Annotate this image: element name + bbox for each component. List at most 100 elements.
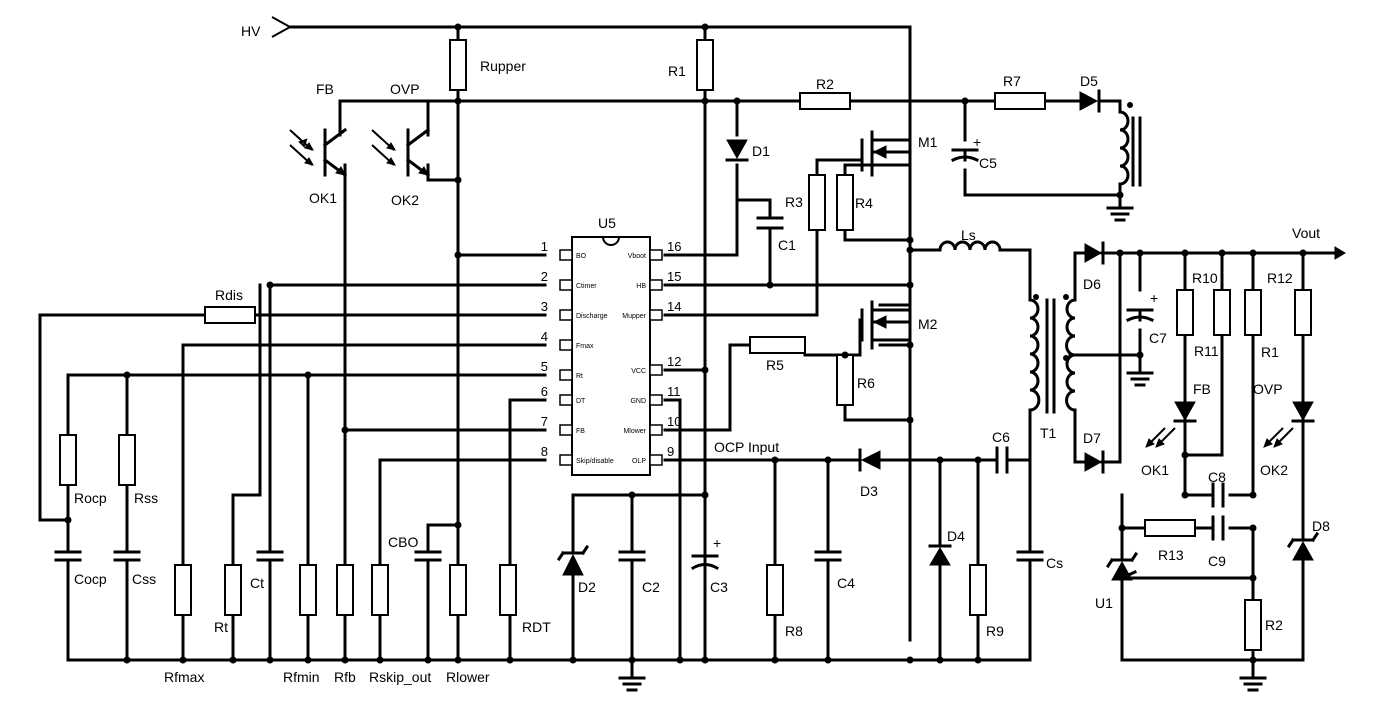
resistor-r2 <box>799 92 851 110</box>
label-ovp-out: OVP <box>1253 381 1283 397</box>
diode-d7 <box>1084 452 1103 472</box>
ic-pin-number: 14 <box>667 299 681 314</box>
label-fb: FB <box>316 81 334 97</box>
component-labels: HV FB OVP OK1 OK2 Rupper R1 R2 R7 D5 D1 … <box>74 23 1330 685</box>
label-d5: D5 <box>1080 73 1098 89</box>
capacitor-c2 <box>618 550 646 562</box>
ic-pin-name: Vboot <box>628 253 646 260</box>
resistor-r13 <box>1144 519 1196 537</box>
label-r6: R6 <box>857 375 875 391</box>
magnetics <box>938 102 1142 414</box>
label-ovp: OVP <box>390 81 420 97</box>
diode-d6 <box>1084 243 1103 263</box>
resistor-r1-out <box>1244 289 1262 336</box>
polarity-c5: + <box>973 134 981 150</box>
label-css: Css <box>132 571 156 587</box>
label-cocp: Cocp <box>74 571 107 587</box>
label-rfmax: Rfmax <box>164 669 204 685</box>
ic-pin-stub <box>649 364 663 376</box>
resistor-r8 <box>766 564 784 616</box>
ic-pin-stub <box>559 249 573 261</box>
resistor-r12 <box>1294 289 1312 336</box>
output-arrow <box>1334 246 1346 260</box>
resistor-r11 <box>1213 289 1231 336</box>
label-rlower: Rlower <box>446 669 490 685</box>
resistor-r10 <box>1176 289 1194 336</box>
label-rdis: Rdis <box>215 287 243 303</box>
resistor-rfmax <box>174 564 192 616</box>
resistor-r9 <box>969 564 987 616</box>
ic-pin-stub <box>559 369 573 381</box>
label-m1: M1 <box>918 134 938 150</box>
ic-pin-name: Fmax <box>576 343 594 350</box>
ic-pin-number: 1 <box>541 239 548 254</box>
resistor-rt <box>224 564 242 616</box>
ic-pin-number: 10 <box>667 414 681 429</box>
label-r8: R8 <box>785 623 803 639</box>
label-cbo: CBO <box>388 534 418 550</box>
ic-pin-stub <box>559 309 573 321</box>
ic-pin-name: Rt <box>576 373 583 380</box>
resistor-rdt <box>499 564 517 616</box>
capacitor-c8 <box>1211 482 1225 508</box>
label-r10: R10 <box>1192 270 1218 286</box>
ic-pin-name: GND <box>630 398 646 405</box>
ic-pin-stub <box>649 424 663 436</box>
label-r2-out: R2 <box>1265 617 1283 633</box>
diode-d5 <box>1079 91 1099 111</box>
label-r11: R11 <box>1194 343 1219 359</box>
ic-pin-stub <box>649 279 663 291</box>
capacitor-c3 <box>690 554 720 571</box>
ic-pin-number: 12 <box>667 354 681 369</box>
ic-pin-number: 2 <box>541 269 548 284</box>
ic-pin-name: Skip/disable <box>576 458 614 465</box>
resistor-r6 <box>836 354 854 406</box>
ic-pin-stub <box>559 279 573 291</box>
label-c7: C7 <box>1149 330 1167 346</box>
resistor-rfb <box>336 564 354 616</box>
ic-pin-number: 5 <box>541 359 548 374</box>
ic-pin-stub <box>649 454 663 466</box>
ic-pin-number: 15 <box>667 269 681 284</box>
ic-pin-stub <box>559 424 573 436</box>
diode-d4 <box>929 547 951 566</box>
diode-d1 <box>726 139 748 160</box>
junction-dots <box>64 23 1307 664</box>
resistor-rlower <box>449 564 467 616</box>
capacitor-c9 <box>1211 515 1225 541</box>
label-r12: R12 <box>1267 270 1293 286</box>
label-t1: T1 <box>1040 425 1057 441</box>
ic-pin-number: 11 <box>667 384 681 399</box>
label-cs: Cs <box>1046 555 1063 571</box>
resistor-rfmin <box>299 564 317 616</box>
ic-pin-number: 6 <box>541 384 548 399</box>
label-r2: R2 <box>816 76 834 92</box>
label-ocp-input: OCP Input <box>714 439 779 455</box>
ic-pin-name: BO <box>576 253 587 260</box>
ic-pin-stub <box>559 339 573 351</box>
aux-winding <box>1118 110 1130 186</box>
label-rocp: Rocp <box>74 490 107 506</box>
label-hv: HV <box>241 23 261 39</box>
ic-pin-number: 3 <box>541 299 548 314</box>
label-c9: C9 <box>1208 553 1226 569</box>
label-vout: Vout <box>1292 225 1320 241</box>
label-r5: R5 <box>766 357 784 373</box>
ic-pin-stub <box>649 309 663 321</box>
resistor-rss <box>118 434 136 486</box>
ic-pin-name: Discharge <box>576 313 608 320</box>
resistor-r5 <box>749 336 806 354</box>
label-r9: R9 <box>986 623 1004 639</box>
resistor-r4 <box>836 174 854 231</box>
label-c5: C5 <box>979 155 997 171</box>
label-rfmin: Rfmin <box>283 669 320 685</box>
label-ok1: OK1 <box>309 190 337 206</box>
label-c3: C3 <box>710 579 728 595</box>
label-ls: Ls <box>961 227 976 243</box>
capacitor-ct <box>256 550 284 562</box>
inductor-ls <box>938 240 1002 252</box>
label-fb-out: FB <box>1193 381 1211 397</box>
ic-pin-stub <box>559 394 573 406</box>
label-d7: D7 <box>1083 430 1101 446</box>
